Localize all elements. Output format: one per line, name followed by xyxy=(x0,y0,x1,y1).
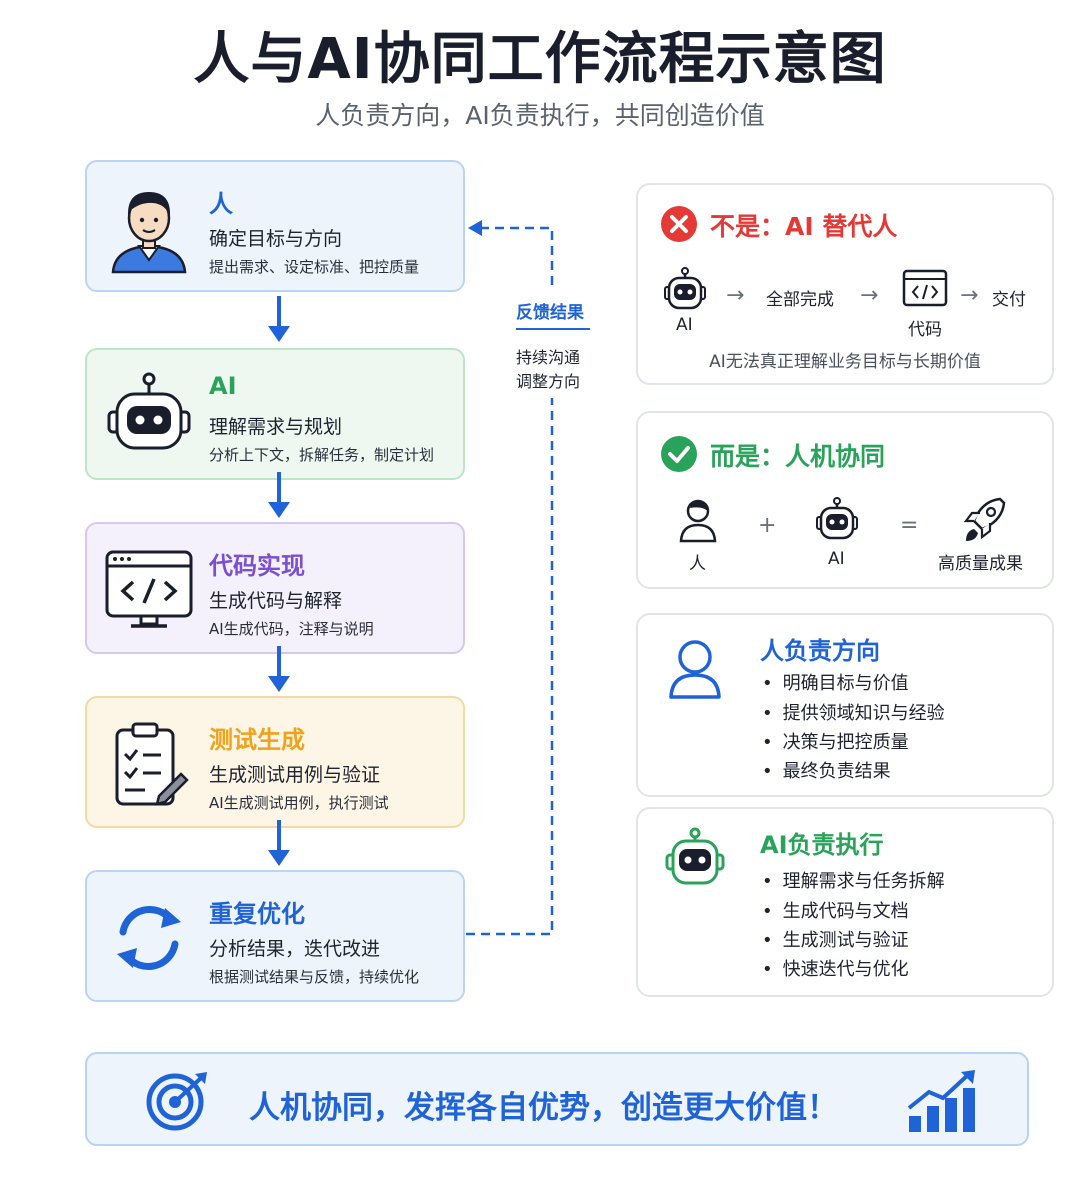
target-icon xyxy=(146,1072,207,1131)
feedback-label-box: 反馈结果 持续沟通 调整方向 xyxy=(510,290,596,398)
step-title: 代码实现 xyxy=(209,552,305,580)
step-detail: 提出需求、设定标准、把控质量 xyxy=(209,258,420,276)
not-card-ai-label: AI xyxy=(676,315,693,335)
ai-card-item: 生成测试与验证 xyxy=(762,926,909,952)
not-card-title: 不是：AI 替代人 xyxy=(710,212,898,241)
yes-card-result: 高质量成果 xyxy=(938,554,1023,574)
not-replacement-card: 不是：AI 替代人 AI → 全部完成 → 代码 → 交付 AI无法真正理解业务… xyxy=(636,183,1054,385)
yes-card-title: 而是：人机协同 xyxy=(710,442,886,471)
robot-green-icon xyxy=(665,827,725,885)
robot-icon xyxy=(664,267,706,310)
yes-card-equals: = xyxy=(900,513,919,538)
yes-card-person: 人 xyxy=(689,554,706,574)
page-title: 人与AI协同工作流程示意图 xyxy=(193,27,887,92)
ai-responsibility-card: AI负责执行 理解需求与任务拆解 生成代码与文档 生成测试与验证 快速迭代与优化 xyxy=(636,807,1054,997)
arrow-right-icon: → xyxy=(860,283,879,308)
cross-circle-icon xyxy=(661,206,697,242)
arrow-right-icon: → xyxy=(726,283,745,308)
rocket-icon xyxy=(963,497,1006,541)
yes-card-plus: + xyxy=(758,513,777,538)
ai-card-item: 理解需求与任务拆解 xyxy=(762,867,945,893)
arrow-down-icon xyxy=(268,646,290,692)
human-card-item: 决策与把控质量 xyxy=(762,728,909,754)
step-code: 代码实现 生成代码与解释 AI生成代码，注释与说明 xyxy=(85,522,465,654)
robot-icon xyxy=(107,372,191,450)
step-desc: 理解需求与规划 xyxy=(209,416,343,438)
step-human: 人 确定目标与方向 提出需求、设定标准、把控质量 xyxy=(85,160,465,292)
arrow-down-icon xyxy=(268,296,290,342)
person-icon xyxy=(679,499,717,543)
growth-chart-icon xyxy=(907,1070,975,1132)
feedback-line1: 持续沟通 xyxy=(516,348,581,367)
step-desc: 分析结果，迭代改进 xyxy=(209,938,381,960)
step-desc: 生成代码与解释 xyxy=(209,590,343,612)
step-detail: AI生成测试用例，执行测试 xyxy=(209,794,389,812)
arrow-down-icon xyxy=(268,820,290,866)
arrow-right-icon: → xyxy=(960,283,979,308)
ai-card-title: AI负责执行 xyxy=(760,831,884,859)
code-window-icon xyxy=(902,269,948,307)
feedback-line2: 调整方向 xyxy=(516,372,581,391)
feedback-label: 反馈结果 xyxy=(516,303,584,323)
not-card-step1: 全部完成 xyxy=(766,290,834,310)
feedback-divider xyxy=(516,328,590,330)
ai-card-item: 快速迭代与优化 xyxy=(762,955,909,981)
bottom-banner-text: 人机协同，发挥各自优势，创造更大价值！ xyxy=(249,1090,838,1126)
step-title: AI xyxy=(209,372,237,400)
step-test: 测试生成 生成测试用例与验证 AI生成测试用例，执行测试 xyxy=(85,696,465,828)
step-detail: 根据测试结果与反馈，持续优化 xyxy=(209,968,420,986)
code-window-icon xyxy=(105,550,193,628)
step-title: 测试生成 xyxy=(209,726,305,754)
human-card-title: 人负责方向 xyxy=(760,637,880,665)
check-circle-icon xyxy=(661,436,697,472)
human-card-item: 明确目标与价值 xyxy=(762,669,909,695)
person-avatar-icon xyxy=(111,192,187,274)
feedback-loop-line xyxy=(466,220,554,936)
human-card-item: 提供领域知识与经验 xyxy=(762,699,945,725)
step-desc: 确定目标与方向 xyxy=(209,228,343,250)
step-iterate: 重复优化 分析结果，迭代改进 根据测试结果与反馈，持续优化 xyxy=(85,870,465,1002)
step-title: 人 xyxy=(209,190,233,218)
step-detail: AI生成代码，注释与说明 xyxy=(209,620,374,638)
robot-icon xyxy=(816,497,858,540)
refresh-cycle-icon xyxy=(117,906,181,970)
not-card-step2: 交付 xyxy=(992,290,1026,310)
bottom-banner: 人机协同，发挥各自优势，创造更大价值！ xyxy=(85,1052,1029,1146)
human-responsibility-card: 人负责方向 明确目标与价值 提供领域知识与经验 决策与把控质量 最终负责结果 xyxy=(636,613,1054,797)
step-desc: 生成测试用例与验证 xyxy=(209,764,381,786)
clipboard-checklist-icon xyxy=(115,722,189,806)
step-detail: 分析上下文，拆解任务，制定计划 xyxy=(209,446,435,464)
not-card-note: AI无法真正理解业务目标与长期价值 xyxy=(709,352,981,372)
collaboration-card: 而是：人机协同 人 + AI = 高质量成果 xyxy=(636,411,1054,589)
person-outline-icon xyxy=(669,640,721,699)
arrow-down-icon xyxy=(268,472,290,518)
step-title: 重复优化 xyxy=(209,900,305,928)
page-subtitle: 人负责方向，AI负责执行，共同创造价值 xyxy=(315,101,765,130)
human-card-item: 最终负责结果 xyxy=(762,757,891,783)
not-card-code-label: 代码 xyxy=(908,320,942,340)
step-ai: AI 理解需求与规划 分析上下文，拆解任务，制定计划 xyxy=(85,348,465,480)
ai-card-item: 生成代码与文档 xyxy=(762,897,909,923)
yes-card-ai: AI xyxy=(828,549,845,569)
